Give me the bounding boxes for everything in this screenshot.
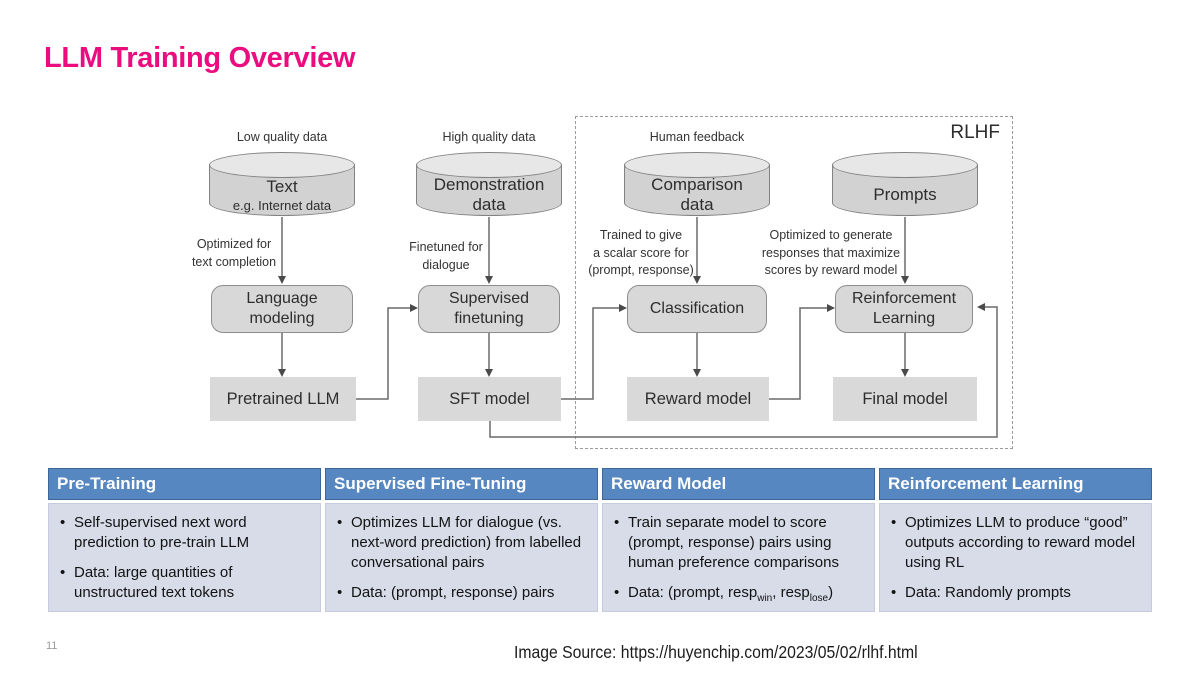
box-supervised-finetuning: Supervised finetuning [418, 285, 560, 333]
box-classification: Classification [627, 285, 767, 333]
data-quality-label-pretraining: Low quality data [236, 130, 328, 144]
table-cell-reward-model: Train separate model to score (prompt, r… [602, 503, 875, 613]
cylinder-title: Comparison data [651, 174, 743, 214]
table-cell-rl: Optimizes LLM to produce “good” outputs … [879, 503, 1152, 613]
bullet: Optimizes LLM for dialogue (vs. next-wor… [330, 513, 592, 573]
cylinder-top [832, 152, 978, 178]
cylinder-title: Prompts [873, 184, 937, 204]
cylinder-title: Text [266, 176, 298, 196]
arrow-label-text-completion: Optimized for text completion [191, 237, 277, 269]
cylinder-comparison-data: Comparison data [624, 152, 770, 216]
cylinder-subtitle: e.g. Internet data [232, 198, 332, 214]
bullet: Optimizes LLM to produce “good” outputs … [884, 513, 1146, 573]
table-header-reward-model: Reward Model [602, 468, 875, 500]
table-cell-sft: Optimizes LLM for dialogue (vs. next-wor… [325, 503, 598, 613]
cylinder-title: Demonstration data [433, 174, 545, 214]
page-title: LLM Training Overview [44, 42, 356, 74]
data-quality-label-reward: Human feedback [649, 130, 745, 144]
summary-table: Pre-Training Supervised Fine-Tuning Rewa… [48, 468, 1152, 613]
data-quality-label-sft: High quality data [442, 130, 536, 144]
page-number: 11 [46, 640, 58, 652]
cylinder-text-data: Text e.g. Internet data [209, 152, 355, 216]
rlhf-label: RLHF [950, 122, 1000, 143]
arrow-label-maximize-scores: Optimized to generate responses that max… [761, 228, 901, 277]
cylinder-top [624, 152, 770, 178]
bullet: Data: large quantities of unstructured t… [53, 563, 315, 603]
arrow-label-finetuned-dialogue: Finetuned for dialogue [409, 240, 483, 272]
box-reinforcement-learning: Reinforcement Learning [835, 285, 973, 333]
bullet: Data: Randomly prompts [884, 583, 1146, 603]
elbow-pretrained-to-supervised [356, 304, 418, 400]
cylinder-top [209, 152, 355, 178]
rlhf-group-box: RLHF [575, 116, 1013, 449]
box-pretrained-llm: Pretrained LLM [210, 377, 356, 421]
table-header-rl: Reinforcement Learning [879, 468, 1152, 500]
bullet: Train separate model to score (prompt, r… [607, 513, 869, 573]
table-header-sft: Supervised Fine-Tuning [325, 468, 598, 500]
arrow-label-scalar-score: Trained to give a scalar score for (prom… [588, 228, 694, 277]
bullet: Data: (prompt, response) pairs [330, 583, 592, 603]
image-source-text: Image Source: https://huyenchip.com/2023… [514, 642, 918, 662]
box-final-model: Final model [833, 377, 977, 421]
cylinder-top [416, 152, 562, 178]
box-language-modeling: Language modeling [211, 285, 353, 333]
bullet: Self-supervised next word prediction to … [53, 513, 315, 553]
table-cell-pretraining: Self-supervised next word prediction to … [48, 503, 321, 613]
cylinder-prompts: Prompts [832, 152, 978, 216]
table-header-pretraining: Pre-Training [48, 468, 321, 500]
cylinder-demonstration-data: Demonstration data [416, 152, 562, 216]
box-sft-model: SFT model [418, 377, 561, 421]
box-reward-model: Reward model [627, 377, 769, 421]
bullet: Data: (prompt, respwin, resplose) [607, 583, 869, 604]
